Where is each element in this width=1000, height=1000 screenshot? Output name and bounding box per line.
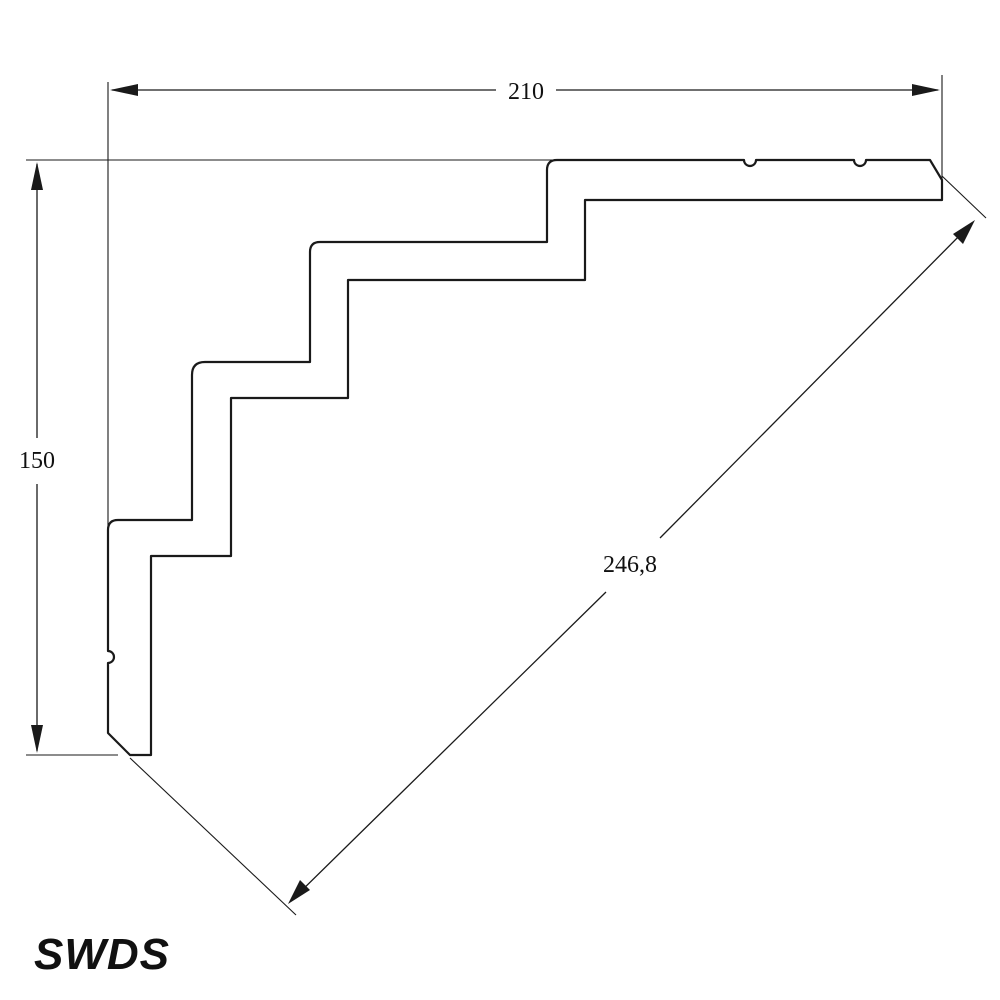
diagonal-arrow-bottom (288, 880, 310, 904)
extension-line-diagonal-top (941, 175, 987, 219)
height-arrow-top (31, 162, 43, 190)
height-dimension-label: 150 (19, 448, 55, 474)
width-arrow-left (110, 84, 138, 96)
diagonal-dimension-line-upper (659, 222, 973, 539)
profile-outline (106, 158, 944, 757)
diagonal-dimension-label: 246,8 (603, 552, 657, 578)
width-arrow-right (912, 84, 940, 96)
diagonal-arrow-top (953, 220, 975, 244)
diagonal-dimension-line-lower (291, 591, 607, 901)
brand-logo-text: SWDS (34, 930, 170, 979)
width-dimension: 210 (110, 79, 940, 105)
diagonal-dimension: 246,8 (288, 220, 975, 904)
height-dimension: 150 (19, 162, 55, 753)
extension-line-diagonal-bottom (129, 757, 297, 916)
height-arrow-bottom (31, 725, 43, 753)
width-dimension-label: 210 (508, 79, 544, 105)
